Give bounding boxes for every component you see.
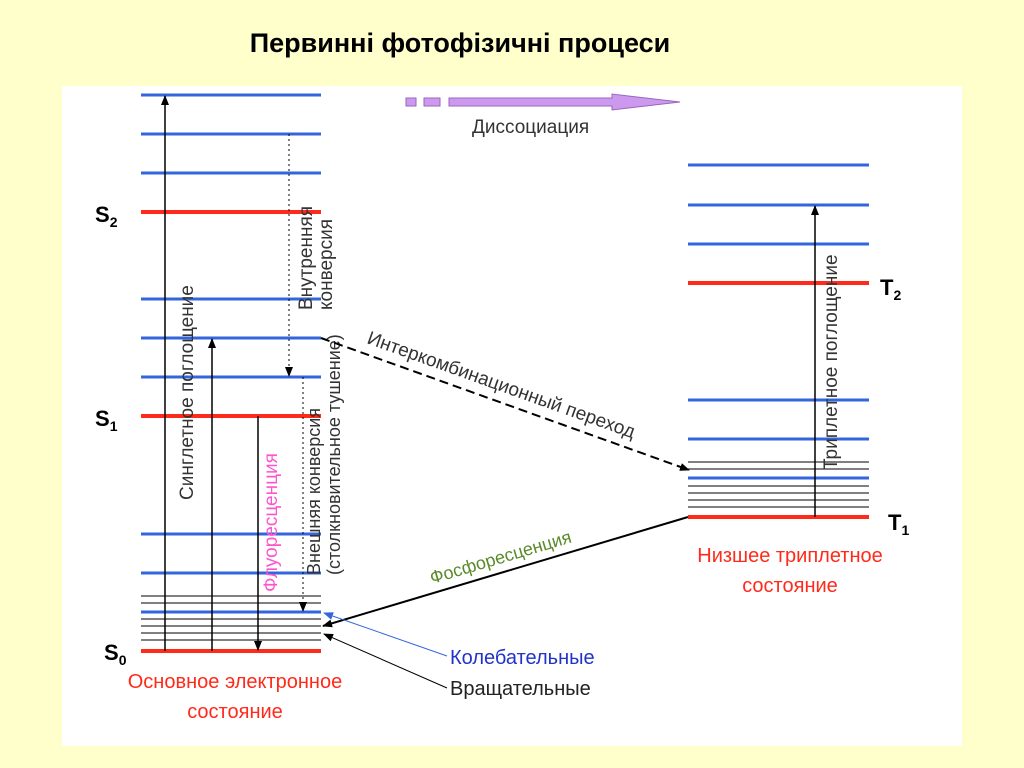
internal-conversion-label: Внутренняяконверсия bbox=[296, 206, 337, 310]
page-title: Первинні фотофізичні процеси bbox=[249, 28, 671, 58]
intersystem-crossing-arrow bbox=[320, 337, 690, 471]
dissociation-arrow bbox=[405, 93, 681, 111]
singlet-levels bbox=[141, 93, 321, 653]
phosphorescence-arrow bbox=[322, 516, 689, 628]
s0-label: S0 bbox=[104, 640, 127, 668]
intersystem-crossing-label: Интеркомбинационный переход bbox=[364, 328, 637, 443]
rotational-caption: Вращательные bbox=[450, 678, 591, 700]
t2-label: T2 bbox=[880, 275, 901, 303]
vibrational-caption: Колебательные bbox=[450, 647, 595, 669]
singlet-rotational-levels bbox=[141, 595, 321, 641]
triplet-levels bbox=[688, 163, 869, 519]
external-conversion-label: Внешняя конверсия(столкновительное тушен… bbox=[304, 334, 344, 575]
t1-label: T1 bbox=[888, 510, 909, 538]
vibrational-pointer bbox=[323, 612, 448, 657]
triplet-absorption-label: Триплетное поглощение bbox=[821, 254, 842, 470]
singlet-absorption-label: Синглетное поглощение bbox=[177, 285, 198, 500]
s2-label: S2 bbox=[95, 202, 118, 230]
fluorescence-label: Флуоресценция bbox=[261, 453, 282, 592]
s1-label: S1 bbox=[95, 406, 118, 434]
triplet-rotational-levels bbox=[688, 461, 869, 508]
dissociation-label: Диссоциация bbox=[472, 117, 589, 138]
rotational-pointer bbox=[323, 633, 448, 689]
